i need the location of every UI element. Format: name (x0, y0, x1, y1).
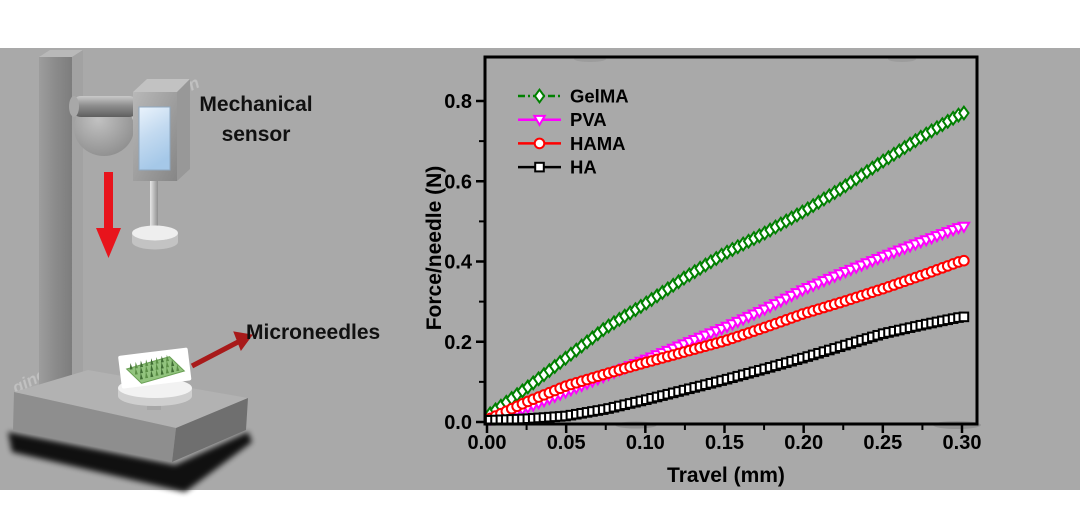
legend-label: PVA (570, 109, 607, 130)
x-axis-title: Travel (mm) (667, 464, 785, 487)
x-tick-label: 0.15 (705, 432, 744, 454)
x-tick-label: 0.10 (626, 432, 665, 454)
legend-label: GelMA (570, 86, 629, 107)
data-series (483, 105, 971, 427)
axis-tick-labels: 0.00 0.05 0.10 0.15 0.20 0.25 0.30 0.0 0.2 0.4 0.6… (444, 91, 981, 454)
y-axis-title: Force/needle (N) (423, 166, 446, 331)
y-tick-label: 0.4 (444, 252, 473, 274)
legend-label: HA (570, 157, 597, 178)
y-tick-label: 0.8 (444, 91, 472, 113)
y-tick-label: 0.0 (444, 412, 472, 434)
sensor-window (138, 106, 171, 171)
series-ha (484, 311, 970, 426)
y-tick-label: 0.6 (444, 171, 472, 193)
legend-item-hama: HAMA (518, 133, 626, 154)
x-tick-label: 0.00 (468, 432, 507, 454)
legend-item-ha: HA (518, 157, 597, 178)
x-tick-label: 0.25 (863, 432, 902, 454)
y-tick-label: 0.2 (444, 332, 472, 354)
mechanical-sensor-box (133, 79, 190, 181)
x-tick-label: 0.05 (547, 432, 586, 454)
microneedles-label: Microneedles (246, 321, 381, 344)
legend-item-pva: PVA (518, 109, 607, 130)
apparatus-illustration: ngineerin gineerin (8, 50, 253, 492)
series-gelma (484, 105, 970, 422)
probe-rod (132, 181, 178, 250)
legend-label: HAMA (570, 133, 626, 154)
series-hama (484, 254, 970, 425)
x-tick-label: 0.30 (943, 432, 982, 454)
mechanical-sensor-label: Mechanical sensor (199, 93, 313, 146)
plot-frame (483, 55, 979, 426)
force-travel-chart: 0.00 0.05 0.10 0.15 0.20 0.25 0.30 0.0 0.2 0.4 0.6… (423, 55, 981, 487)
microneedle-patch (118, 347, 192, 389)
pointer-arrow-icon (190, 331, 253, 369)
stand-column (39, 50, 83, 397)
stand-arm (69, 96, 138, 117)
x-tick-label: 0.20 (784, 432, 823, 454)
axis-ticks (476, 99, 964, 433)
down-arrow-icon (96, 172, 121, 258)
legend-item-gelma: GelMA (518, 86, 629, 107)
